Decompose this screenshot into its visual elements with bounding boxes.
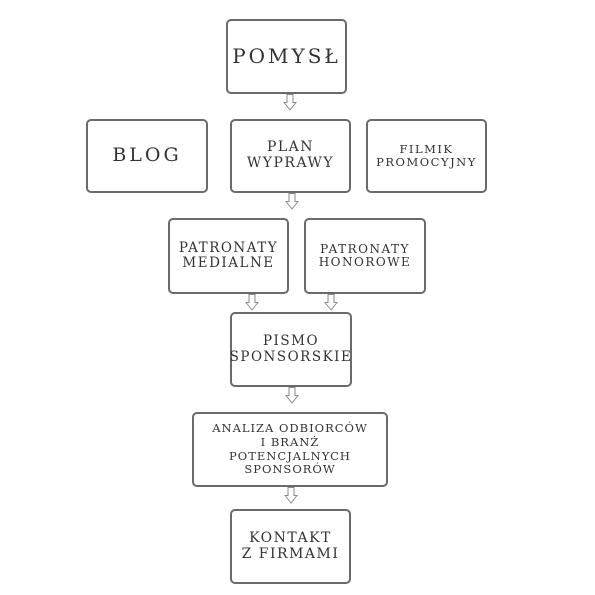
node-patronaty-honorowe: PATRONATY HONOROWE — [304, 218, 426, 294]
node-pmed-line-1: PATRONATY — [178, 239, 279, 256]
arrow-down-icon — [285, 193, 299, 210]
arrow-down-icon — [285, 387, 299, 404]
node-pismo-sponsorskie: PISMO SPONSORSKIE — [230, 312, 352, 387]
node-pismo-line-1: PISMO — [262, 333, 320, 350]
node-kontakt-line-1: KONTAKT — [249, 529, 332, 546]
node-analiza-line-1: ANALIZA ODBIORCÓW — [212, 421, 368, 436]
node-pomysl: POMYSŁ — [226, 19, 347, 94]
node-analiza: ANALIZA ODBIORCÓW I BRANŻ POTENCJALNYCH … — [192, 412, 388, 487]
node-kontakt: KONTAKT Z FIRMAMI — [230, 509, 351, 584]
node-plan-wyprawy: PLAN WYPRAWY — [230, 119, 351, 193]
node-filmik-line-1: FILMIK — [399, 142, 454, 157]
node-phon-line-2: HONOROWE — [318, 255, 412, 269]
node-pismo-line-2: SPONSORSKIE — [229, 348, 353, 365]
node-pmed-line-2: MEDIALNE — [182, 255, 275, 271]
node-plan-line-1: PLAN — [266, 139, 315, 156]
node-blog: BLOG — [86, 119, 208, 193]
node-analiza-line-3: POTENCJALNYCH — [229, 448, 351, 463]
arrow-down-icon — [324, 294, 338, 311]
node-kontakt-line-2: Z FIRMAMI — [241, 545, 340, 562]
node-phon-line-1: PATRONATY — [320, 241, 410, 256]
arrow-down-icon — [284, 487, 298, 504]
node-patronaty-medialne: PATRONATY MEDIALNE — [168, 218, 289, 294]
node-analiza-line-2: I BRANŻ — [260, 434, 320, 449]
node-filmik-promocyjny: FILMIK PROMOCYJNY — [366, 119, 487, 193]
arrow-down-icon — [283, 94, 297, 111]
node-blog-line-1: BLOG — [112, 144, 182, 167]
node-plan-line-2: WYPRAWY — [246, 155, 335, 171]
node-analiza-line-4: SPONSORÓW — [244, 462, 336, 477]
node-filmik-line-2: PROMOCYJNY — [376, 155, 477, 169]
node-pomysl-line-1: POMYSŁ — [232, 44, 341, 69]
arrow-down-icon — [245, 294, 259, 311]
